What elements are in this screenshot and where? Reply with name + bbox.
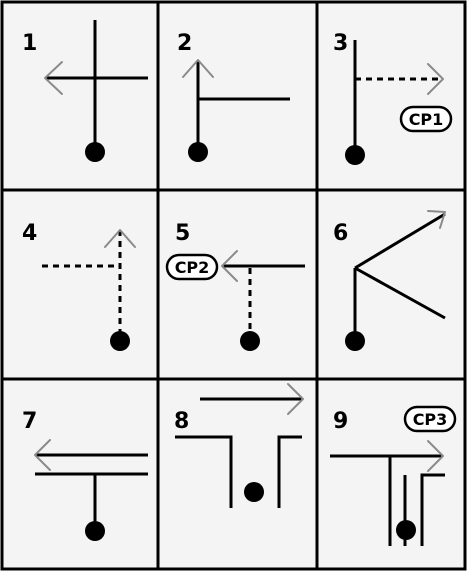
vehicle-dot-icon xyxy=(110,331,130,351)
panel-2: 2 xyxy=(177,31,290,162)
slot-wall xyxy=(277,435,302,508)
arrowhead-right-icon xyxy=(427,440,444,472)
panel-7: 7 xyxy=(22,409,148,541)
panel-number: 2 xyxy=(177,31,192,56)
vehicle-dot-icon xyxy=(85,521,105,541)
panel-4: 4 xyxy=(22,221,136,351)
arrowhead-left-icon xyxy=(44,61,63,95)
panel-number: 6 xyxy=(333,221,348,246)
panel-1: 1 xyxy=(22,20,148,162)
panel-3: 3 CP1 xyxy=(333,31,453,165)
panel-number: 9 xyxy=(333,409,348,434)
vehicle-dot-icon xyxy=(240,331,260,351)
checkpoint-badge xyxy=(165,253,219,281)
panel-number: 4 xyxy=(22,221,37,246)
panel-8: 8 xyxy=(174,383,304,508)
slot-wall xyxy=(420,473,445,546)
vehicle-dot-icon xyxy=(396,520,416,540)
checkpoint-badge xyxy=(399,105,453,133)
arrowhead-right-icon xyxy=(287,383,304,415)
arrowhead-up-icon xyxy=(182,59,214,78)
panel-number: 8 xyxy=(174,409,189,434)
arrowhead-up-icon xyxy=(104,229,136,248)
vehicle-dot-icon xyxy=(85,142,105,162)
arrowhead-right-icon xyxy=(427,63,444,95)
panel-number: 1 xyxy=(22,31,37,56)
vehicle-dot-icon xyxy=(345,331,365,351)
vehicle-dot-icon xyxy=(345,145,365,165)
arrowhead-diagonal-icon xyxy=(427,210,446,229)
checkpoint-badge xyxy=(403,405,457,433)
panel-5: 5 CP2 xyxy=(165,221,305,351)
checkpoint-label: CP3 xyxy=(413,410,448,429)
panel-number: 5 xyxy=(175,221,190,246)
panel-6: 6 xyxy=(333,210,446,351)
checkpoint-label: CP1 xyxy=(409,110,444,129)
arrowhead-left-icon xyxy=(34,439,51,471)
checkpoint-label: CP2 xyxy=(175,258,210,277)
path-line xyxy=(354,266,446,320)
slot-wall xyxy=(175,435,233,508)
vehicle-dot-icon xyxy=(244,482,264,502)
vehicle-dot-icon xyxy=(188,142,208,162)
path-line xyxy=(354,212,446,270)
panel-9: 9 CP3 xyxy=(330,405,457,546)
panel-number: 3 xyxy=(333,31,348,56)
panel-number: 7 xyxy=(22,409,37,434)
arrowhead-left-icon xyxy=(221,250,238,282)
